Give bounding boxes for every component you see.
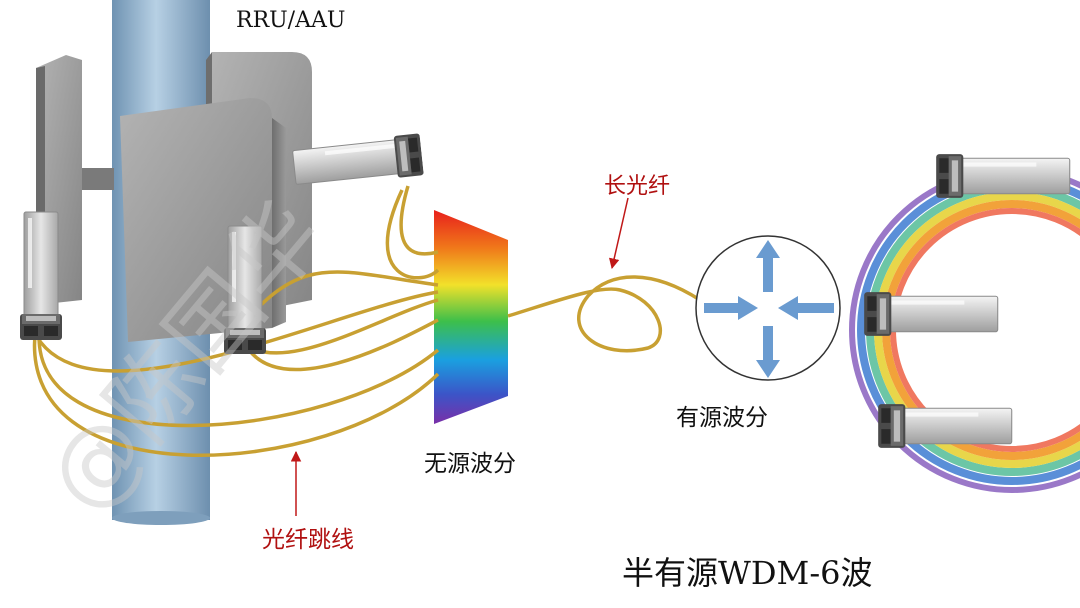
long-fiber	[507, 275, 701, 353]
fiber-jumper-label: 光纤跳线	[262, 527, 354, 553]
diagram-title: 半有源WDM-6波	[622, 554, 873, 592]
pointer-arrows	[290, 197, 629, 516]
rru-aau-label: RRU/AAU	[236, 8, 346, 33]
active-wdm-icon	[695, 235, 841, 381]
passive-wdm-icon	[434, 210, 508, 424]
fiber-jumpers	[28, 185, 440, 457]
active-wdm-label: 有源波分	[676, 405, 768, 431]
sfp-module-icon	[877, 403, 1013, 449]
arrow-right-icon	[704, 296, 758, 320]
long-fiber-pointer	[608, 197, 629, 270]
passive-wdm-label: 无源波分	[424, 451, 516, 477]
sfp-module-icon	[19, 211, 63, 340]
arrow-left-icon	[778, 296, 834, 320]
sfp-module-icon	[935, 153, 1071, 199]
sfp-module-icon	[863, 291, 999, 337]
arrow-up-icon	[756, 240, 780, 292]
long-fiber-label: 长光纤	[604, 174, 671, 199]
arrow-down-icon	[756, 326, 780, 378]
